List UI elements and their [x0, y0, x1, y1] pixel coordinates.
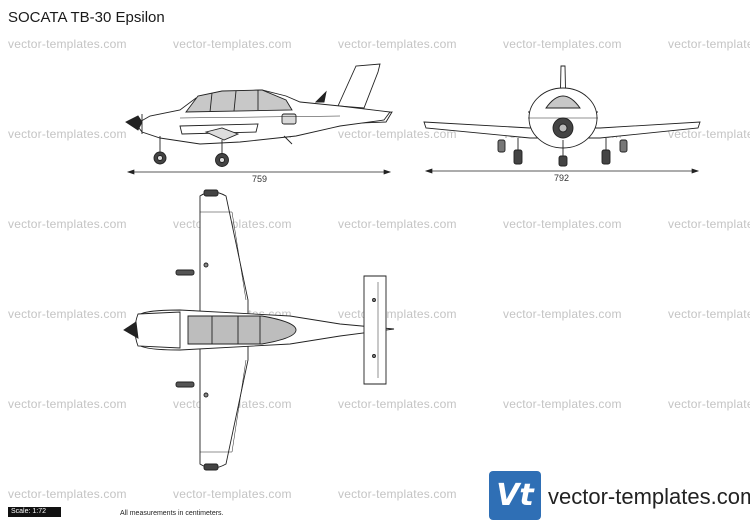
page-title: SOCATA TB-30 Epsilon [8, 9, 165, 26]
watermark-text: vector-templates.com [338, 487, 457, 501]
watermark-text: vector-templates.com [173, 487, 292, 501]
front-dimension-line [424, 168, 700, 174]
side-dimension-line [126, 169, 392, 175]
brand-name: vector-templates.com [548, 484, 750, 509]
top-canopy [187, 315, 297, 345]
watermark-text: vector-templates.com [8, 217, 127, 231]
side-view [125, 63, 393, 167]
logo-letters: Vt [496, 478, 534, 513]
measurement-note: All measurements in centimeters. [120, 510, 224, 517]
watermark-text: vector-templates.com [8, 307, 127, 321]
brand-logo: Vt [489, 471, 541, 520]
watermark-text: vector-templates.com [8, 397, 127, 411]
watermark-text: vector-templates.com [338, 397, 457, 411]
watermark-text: vector-templates.com [503, 397, 622, 411]
top-spinner [123, 321, 139, 339]
watermark-text: vector-templates.com [668, 307, 750, 321]
watermark-text: vector-templates.com [338, 37, 457, 51]
watermark-text: vector-templates.com [668, 217, 750, 231]
watermark-text: vector-templates.com [8, 487, 127, 501]
watermark-text: vector-templates.com [503, 217, 622, 231]
top-horizontal-tail [363, 275, 387, 385]
watermark-text: vector-templates.com [668, 397, 750, 411]
front-span-label: 792 [554, 173, 570, 183]
watermark-text: vector-templates.com [503, 37, 622, 51]
watermark-text: vector-templates.com [338, 127, 457, 141]
watermark-text: vector-templates.com [173, 37, 292, 51]
scale-label: Scale: 1:72 [8, 507, 61, 517]
side-window [281, 113, 297, 125]
side-vertical-tail [337, 63, 381, 109]
watermark-text: vector-templates.com [503, 307, 622, 321]
side-length-label: 759 [252, 174, 268, 184]
watermark-text: vector-templates.com [668, 127, 750, 141]
front-canopy [545, 95, 581, 109]
side-canopy [185, 89, 293, 113]
front-view [423, 65, 701, 167]
watermark-text: vector-templates.com [668, 37, 750, 51]
watermark-text: vector-templates.com [8, 37, 127, 51]
watermark-text: vector-templates.com [8, 127, 127, 141]
watermark-text: vector-templates.com [338, 217, 457, 231]
top-view [123, 189, 395, 471]
